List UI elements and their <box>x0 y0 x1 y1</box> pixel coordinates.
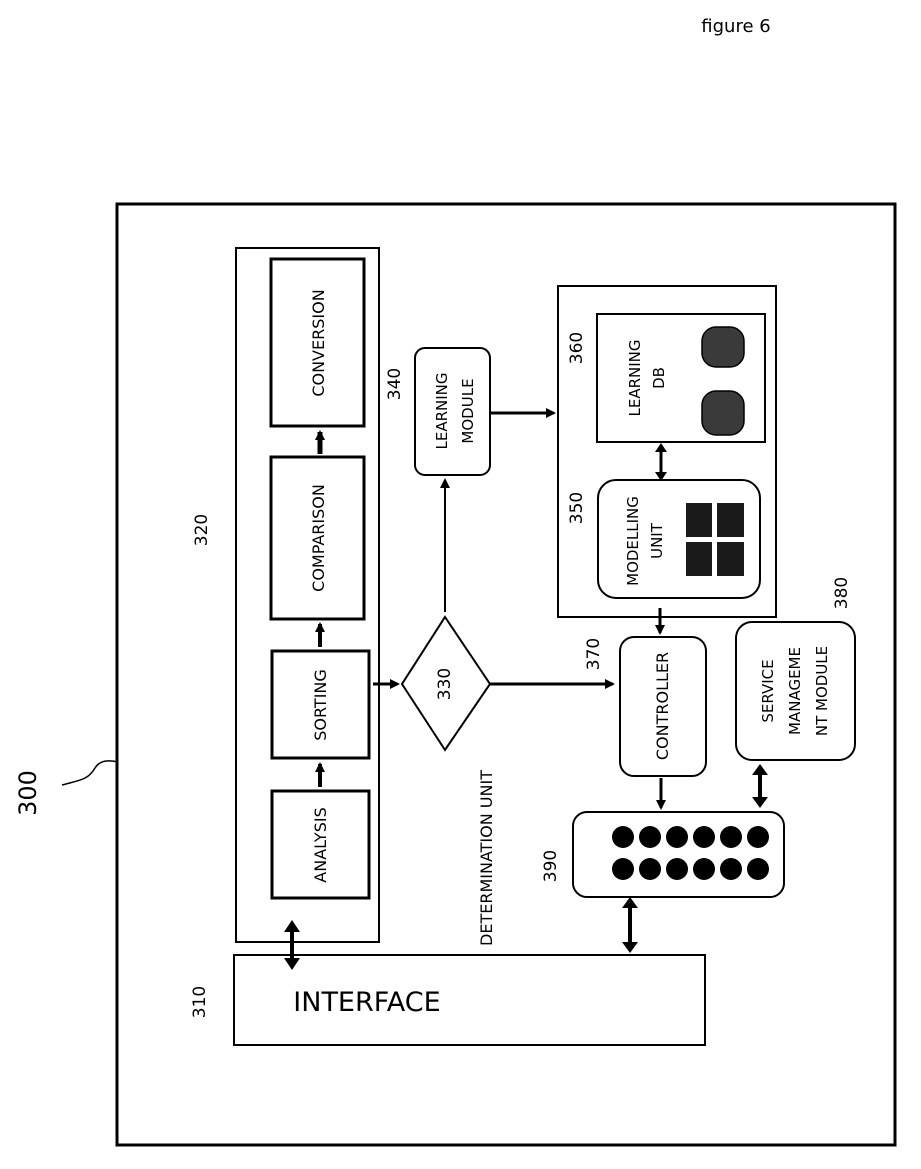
device-array-ref: 390 <box>541 850 561 882</box>
learning-module-box <box>415 348 490 475</box>
service-module-ref: 380 <box>832 577 852 609</box>
determination-label: DETERMINATION UNIT <box>477 770 496 946</box>
figure-label: figure 6 <box>701 16 770 37</box>
arrow-interface-processing-head-down <box>284 958 300 970</box>
grid-model-icon <box>686 503 744 576</box>
learning-db-ref: 360 <box>567 332 587 364</box>
learning-db-line2: DB <box>650 367 668 389</box>
modelling-unit-box <box>598 480 760 598</box>
arrow-interface-processing-head-up <box>284 920 300 932</box>
system-ref: 300 <box>14 770 42 816</box>
arrow-service-devices-head-up <box>752 764 768 775</box>
modelling-unit-line2: UNIT <box>648 522 666 559</box>
controller-ref: 370 <box>584 638 604 670</box>
step-conversion-label: CONVERSION <box>309 289 328 396</box>
service-module-line1: SERVICE <box>759 659 777 722</box>
step-sorting-label: SORTING <box>311 669 330 741</box>
processing-group <box>236 248 379 942</box>
device-array-box <box>573 812 784 897</box>
step-comparison-label: COMPARISON <box>309 484 328 592</box>
determination-ref: 330 <box>435 668 455 700</box>
service-module-line3: NT MODULE <box>813 646 831 736</box>
device-dots <box>612 826 769 880</box>
learning-module-line1: LEARNING <box>433 372 451 449</box>
learning-module-line2: MODULE <box>459 378 477 443</box>
learning-db-line1: LEARNING <box>626 339 644 416</box>
interface-ref: 310 <box>190 986 210 1018</box>
service-module-line2: MANAGEME <box>786 647 804 735</box>
learning-module-ref: 340 <box>385 368 405 400</box>
database-icon <box>702 327 744 435</box>
processing-ref: 320 <box>192 514 212 546</box>
interface-label: INTERFACE <box>293 987 440 1018</box>
arrow-db-modelling-head-up <box>655 443 667 452</box>
arrow-devices-interface-head-down <box>622 942 638 953</box>
arrow-devices-interface-head-up <box>622 897 638 908</box>
modelling-unit-line1: MODELLING <box>624 496 642 586</box>
system-leader-line <box>62 761 118 785</box>
step-analysis-label: ANALYSIS <box>311 807 330 882</box>
controller-label: CONTROLLER <box>653 652 672 760</box>
arrow-service-devices-head-down <box>752 797 768 808</box>
modelling-unit-ref: 350 <box>567 492 587 524</box>
